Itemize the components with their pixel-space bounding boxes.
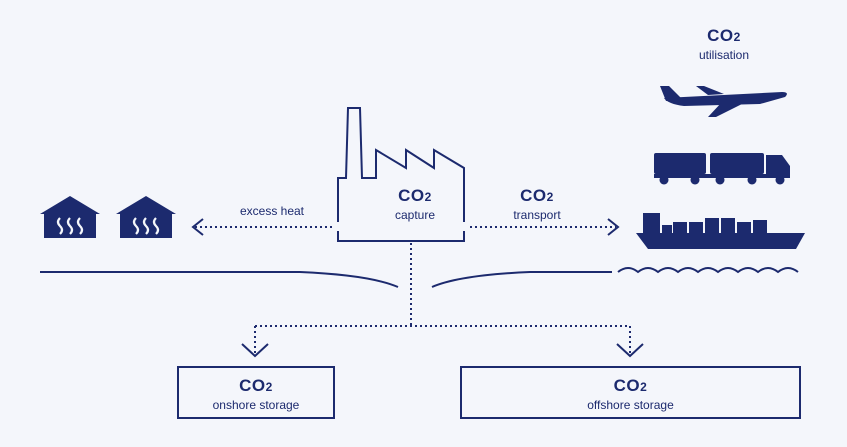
house-heat-icon (116, 196, 176, 238)
factory-icon (337, 107, 465, 222)
transport-arrow (470, 218, 620, 236)
storage-flow-arrows (241, 243, 644, 358)
ground-line (40, 271, 612, 288)
onshore-storage-box: CO2 onshore storage (177, 366, 335, 419)
airplane-icon (660, 86, 787, 117)
house-heat-icon (40, 196, 100, 238)
excess-heat-label: excess heat (239, 204, 305, 218)
truck-icon (654, 153, 790, 185)
offshore-storage-box: CO2 offshore storage (460, 366, 801, 419)
ship-icon (636, 213, 805, 249)
transport-label: CO2 transport (513, 186, 561, 223)
excess-heat-arrow (191, 218, 332, 236)
capture-label: CO2 capture (394, 186, 436, 223)
utilisation-label: CO2 utilisation (698, 26, 750, 63)
capture-bracket (337, 231, 465, 242)
waves-icon (617, 267, 799, 274)
